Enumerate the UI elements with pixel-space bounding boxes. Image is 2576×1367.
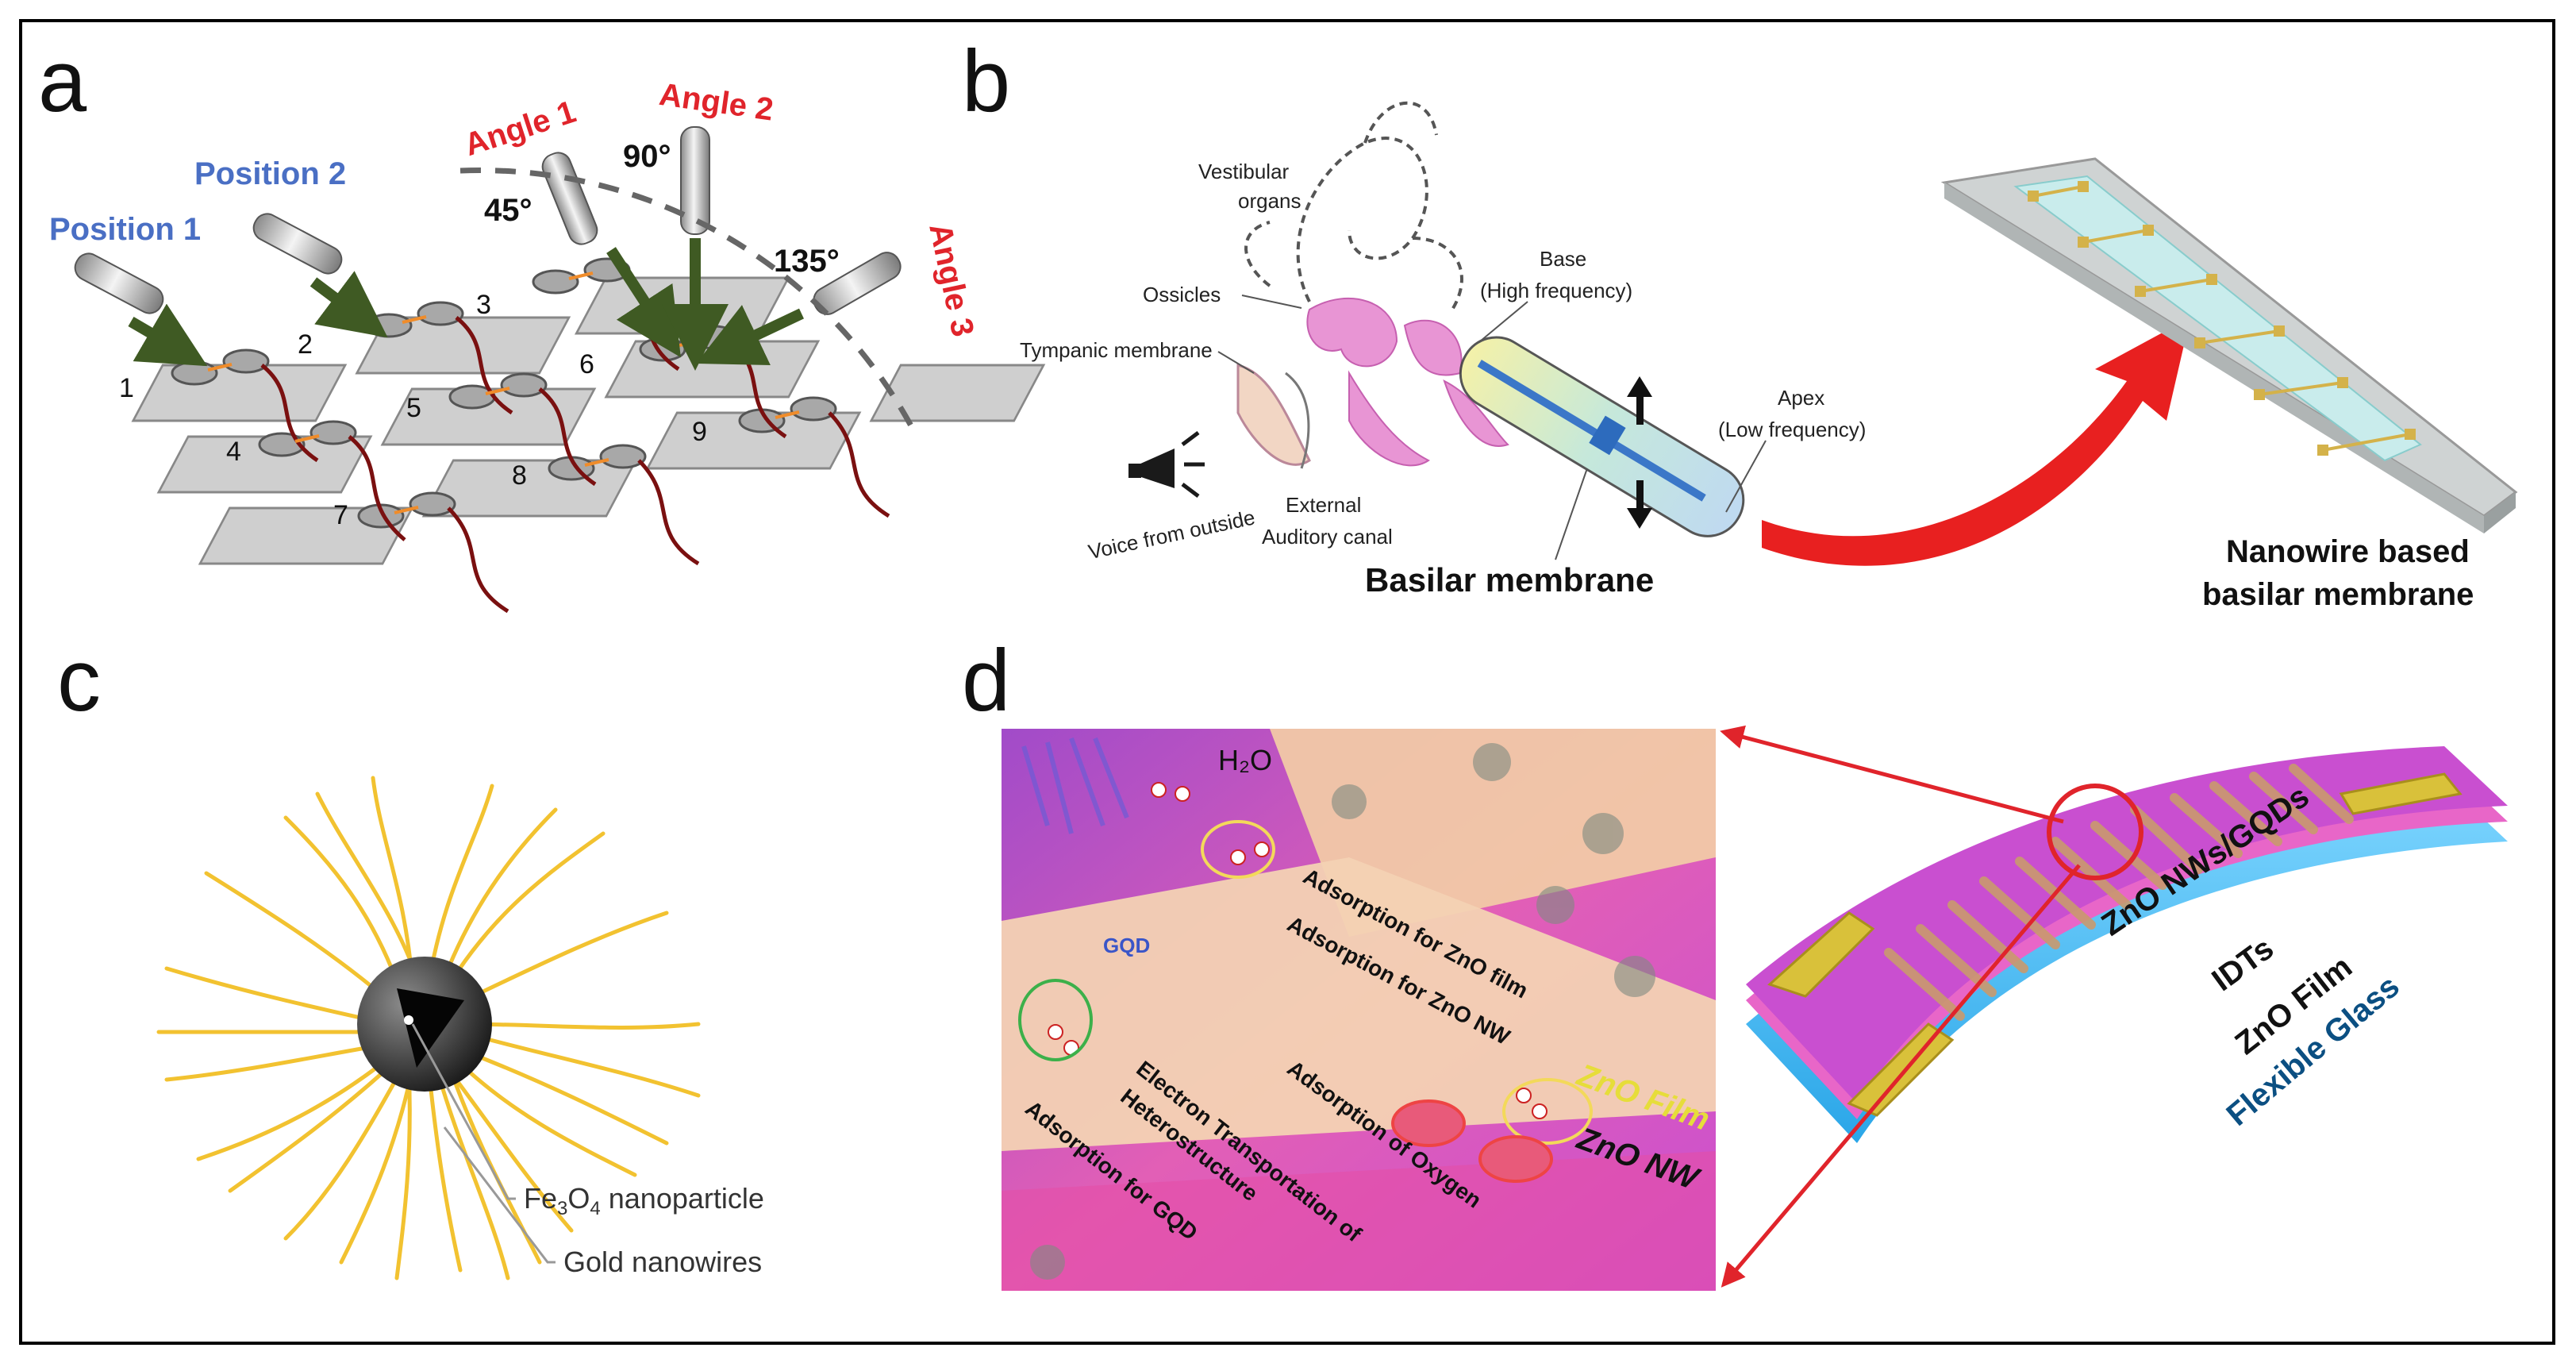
degree-45-label: 45°	[484, 193, 533, 228]
position-2-label: Position 2	[194, 156, 346, 191]
tile-number: 2	[298, 329, 313, 360]
angle-arc	[459, 168, 916, 430]
mechanism-view: H₂O GQD Adsorption for ZnO film Adsorpti…	[1002, 729, 1716, 1291]
angle-3-label: Angle 3	[922, 220, 980, 339]
panel-c: c Fe3O4 nanoparticle Gold nanowir	[57, 632, 764, 1280]
probe-position-2	[252, 213, 343, 275]
degree-90-label: 90°	[623, 139, 671, 174]
flexible-device: ZnO NWs/GQDs IDTs ZnO Film Flexible Glas…	[1746, 746, 2508, 1143]
red-curved-arrow	[1762, 318, 2190, 566]
base-label-1: Base	[1540, 247, 1586, 271]
ear-canal-line	[1285, 372, 1310, 469]
basilar-tube	[1459, 336, 1745, 537]
zoom-lines	[1720, 725, 2081, 1288]
vestibular-label-1: Vestibular	[1198, 160, 1290, 183]
panel-a: a	[38, 33, 1046, 614]
device-idts-label: IDTs	[2205, 930, 2280, 998]
panel-c-letter: c	[57, 632, 101, 730]
tile-number: 7	[333, 500, 348, 530]
panel-c-leader-lines	[411, 1023, 556, 1264]
basilar-membrane-label: Basilar membrane	[1365, 561, 1654, 599]
probe-angle-3	[813, 252, 902, 315]
gold-nanowires-label: Gold nanowires	[563, 1246, 762, 1278]
probe-rods	[74, 126, 902, 315]
apex-label-2: (Low frequency)	[1718, 418, 1866, 441]
probe-position-1	[74, 252, 164, 314]
tympanic-membrane-label: Tympanic membrane	[1020, 338, 1213, 362]
gqd-label: GQD	[1103, 934, 1150, 957]
apex-label-1: Apex	[1778, 386, 1824, 410]
voice-label: Voice from outside	[1086, 505, 1257, 564]
probe-angle-1	[541, 152, 598, 245]
external-label-2: Auditory canal	[1262, 525, 1393, 549]
nanowire-label-2: basilar membrane	[2202, 577, 2474, 612]
tile-numbers: 1 2 3 4 5 6 7 8 9	[119, 290, 707, 530]
angle-1-label: Angle 1	[460, 94, 580, 163]
vestibular-label-2: organs	[1238, 189, 1301, 213]
vibration-arrows	[1627, 376, 1652, 529]
zoom-circle	[2047, 784, 2143, 880]
core-dot	[404, 1015, 413, 1025]
tile-number: 1	[119, 373, 134, 403]
gold-nanowires	[156, 776, 701, 1280]
panel-d: d	[962, 632, 2508, 1291]
fe3o4-label: Fe3O4 nanoparticle	[524, 1182, 764, 1219]
tile-1	[131, 364, 348, 422]
vestibular-organs-drawing	[1244, 101, 1463, 311]
figure-frame	[19, 19, 2555, 1345]
tile-3	[574, 276, 790, 335]
tile-number: 6	[579, 349, 594, 379]
base-label-2: (High frequency)	[1480, 279, 1632, 302]
tympanic-membrane-drawing	[1236, 364, 1311, 466]
tile-8	[421, 459, 638, 518]
external-label-1: External	[1286, 493, 1361, 517]
nanowire-membrane-device	[1940, 157, 2518, 533]
degree-135-label: 135°	[774, 244, 840, 279]
tile-2	[355, 316, 571, 375]
panel-c-labels: Fe3O4 nanoparticle Gold nanowires	[524, 1182, 764, 1278]
sensor-bridges	[207, 271, 800, 514]
panel-a-letter: a	[38, 33, 87, 130]
panel-b: b	[962, 33, 2518, 612]
tile-number: 9	[692, 417, 707, 447]
ossicles-label: Ossicles	[1143, 283, 1221, 306]
green-arrows	[128, 238, 804, 371]
sensor-grid	[131, 276, 1046, 565]
tile-extra	[869, 364, 1046, 422]
megaphone-icon	[1128, 431, 1205, 498]
nanowire-label-1: Nanowire based	[2226, 534, 2470, 569]
tile-number: 5	[406, 393, 421, 423]
position-1-label: Position 1	[49, 212, 201, 247]
h2o-label: H₂O	[1218, 744, 1272, 776]
panel-b-letter: b	[962, 33, 1010, 130]
tile-number: 4	[226, 437, 241, 467]
panel-d-letter: d	[962, 632, 1010, 730]
probe-angle-2	[680, 126, 710, 235]
tile-6	[604, 340, 821, 399]
tile-number: 8	[512, 460, 527, 491]
ossicles-drawing	[1306, 298, 1509, 467]
tile-number: 3	[476, 290, 491, 320]
core-cutaway	[397, 988, 464, 1068]
angle-2-label: Angle 2	[657, 77, 775, 128]
